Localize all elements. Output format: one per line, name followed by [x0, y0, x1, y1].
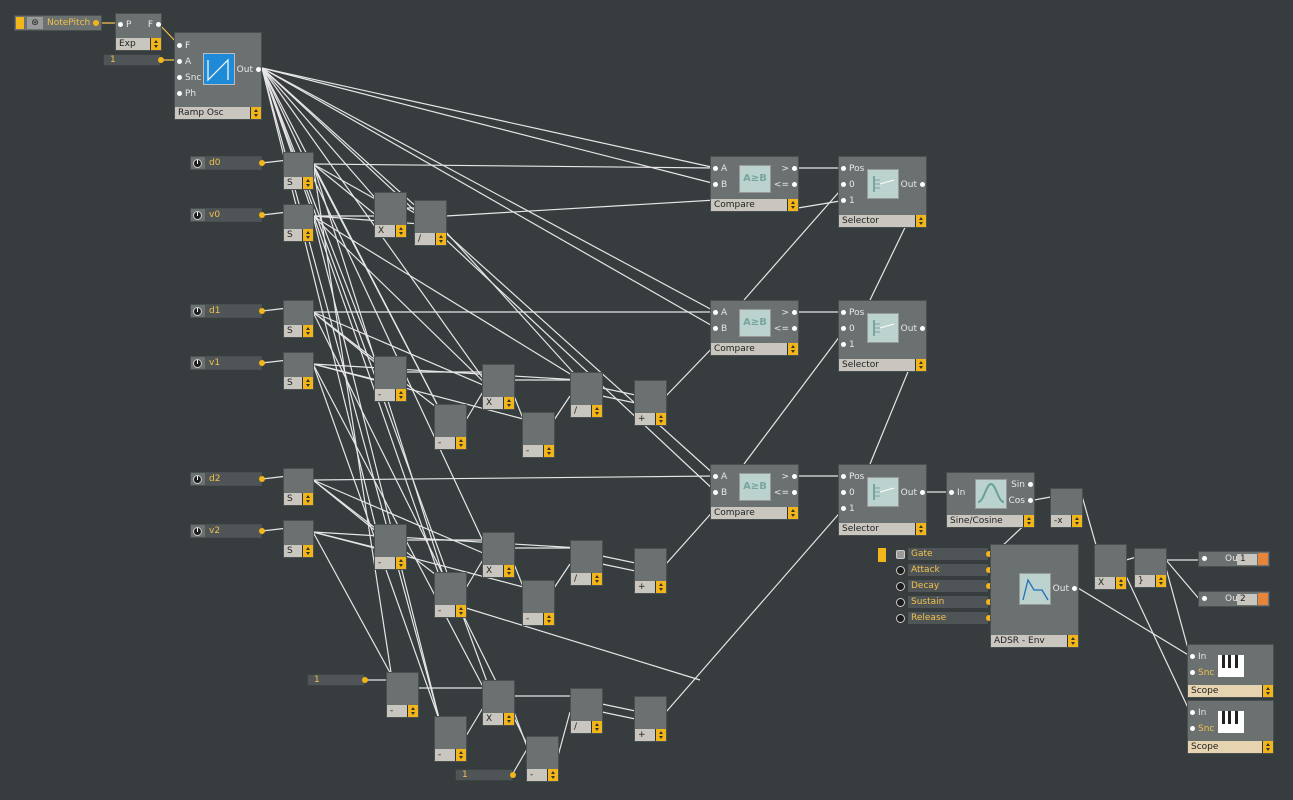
const-value-box[interactable]: 1: [307, 674, 368, 686]
selector-module[interactable]: Pos 0 1 Out Selector: [838, 156, 927, 228]
scope-module[interactable]: In Snc Scope: [1187, 700, 1274, 754]
osc-in-f[interactable]: F: [177, 41, 190, 51]
exp-label: Exp: [116, 38, 150, 50]
mul-module[interactable]: X: [374, 192, 407, 238]
sub-module[interactable]: -: [386, 672, 419, 718]
sub-module[interactable]: -: [374, 524, 407, 570]
mul-module[interactable]: X: [482, 532, 515, 578]
speaker-icon: [1258, 593, 1268, 605]
mul-module[interactable]: X: [1094, 544, 1127, 590]
const-value-box-2[interactable]: 1: [455, 769, 516, 781]
sub-module[interactable]: -: [522, 580, 555, 626]
knob-d2[interactable]: d2: [190, 472, 265, 486]
scope-module[interactable]: In Snc Scope: [1187, 644, 1274, 698]
notepitch-label: NotePitch: [47, 18, 91, 28]
osc-label: Ramp Osc: [175, 107, 250, 119]
piano-icon: [1218, 711, 1244, 733]
adsr-sustain-row[interactable]: SustainS: [894, 596, 1002, 610]
mul-module[interactable]: X: [482, 364, 515, 410]
osc-out[interactable]: Out: [237, 65, 261, 75]
knob-icon[interactable]: [896, 614, 905, 623]
osc-in-snc[interactable]: Snc: [177, 73, 201, 83]
sub-module[interactable]: -: [374, 356, 407, 402]
compare-icon: A≥B: [739, 473, 771, 501]
ramp-osc-module[interactable]: F A Snc Ph Out Ramp Osc: [174, 32, 262, 120]
knob-v0[interactable]: v0: [190, 208, 265, 222]
exp-dropdown[interactable]: [150, 38, 161, 50]
compare-icon: A≥B: [739, 309, 771, 337]
adsr-attack-row[interactable]: AttackA: [894, 564, 1002, 578]
add-module[interactable]: +: [634, 696, 667, 742]
s-module[interactable]: S: [283, 352, 314, 390]
selector-module[interactable]: Pos 0 1 Out Selector: [838, 300, 927, 372]
s-module[interactable]: S: [283, 520, 314, 558]
dropdown-arrow[interactable]: [16, 17, 24, 29]
midi-icon: [896, 550, 905, 559]
sine-wave-icon: [975, 479, 1007, 509]
envelope-icon: [1019, 573, 1051, 605]
sub-module[interactable]: -: [434, 716, 467, 762]
compare-module[interactable]: A B > <= A≥B Compare: [710, 464, 799, 520]
knob-icon[interactable]: [193, 159, 202, 168]
compare-icon: A≥B: [739, 165, 771, 193]
s-module[interactable]: S: [283, 300, 314, 338]
exp-out-f[interactable]: F: [148, 20, 161, 30]
knob-icon[interactable]: [896, 598, 905, 607]
adsr-gate-row[interactable]: GateG: [894, 548, 1003, 562]
sub-module[interactable]: -: [434, 404, 467, 450]
adsr-header[interactable]: [878, 548, 894, 562]
osc-dropdown[interactable]: [250, 107, 261, 119]
osc-in-ph[interactable]: Ph: [177, 89, 196, 99]
adsr-release-row[interactable]: ReleaseR: [894, 612, 1002, 626]
piano-icon: [1218, 655, 1244, 677]
selector-icon: [867, 313, 899, 343]
s-module[interactable]: S: [283, 152, 314, 190]
sub-module[interactable]: -: [522, 412, 555, 458]
knob-v2[interactable]: v2: [190, 524, 265, 538]
knob-icon[interactable]: [193, 475, 202, 484]
knob-v1[interactable]: v1: [190, 356, 265, 370]
knob-icon[interactable]: [193, 527, 202, 536]
selector-module[interactable]: Pos 0 1 Out Selector: [838, 464, 927, 536]
selector-icon: [867, 169, 899, 199]
sawtooth-icon: [203, 53, 235, 85]
div-module[interactable]: /: [570, 540, 603, 586]
div-module[interactable]: /: [570, 372, 603, 418]
knob-d0[interactable]: d0: [190, 156, 265, 170]
compare-module[interactable]: A B > <= A≥B Compare: [710, 156, 799, 212]
add-module[interactable]: +: [634, 380, 667, 426]
knob-d1[interactable]: d1: [190, 304, 265, 318]
exp-module[interactable]: P F Exp: [115, 13, 162, 51]
speaker-icon: [1258, 553, 1268, 565]
exp-in-p[interactable]: P: [118, 20, 131, 30]
mul-module[interactable]: X: [482, 680, 515, 726]
add-module[interactable]: +: [634, 548, 667, 594]
negate-module[interactable]: -x: [1050, 488, 1083, 528]
sub-module[interactable]: -: [526, 736, 559, 782]
s-module[interactable]: S: [283, 204, 314, 242]
s-module[interactable]: S: [283, 468, 314, 506]
compare-module[interactable]: A B > <= A≥B Compare: [710, 300, 799, 356]
knob-icon[interactable]: [896, 566, 905, 575]
amp-value-box[interactable]: 1: [103, 54, 164, 66]
notepitch-module[interactable]: ⊛ NotePitch: [14, 15, 102, 31]
sine-cosine-module[interactable]: In Sin Cos Sine/Cosine: [946, 472, 1035, 528]
knob-icon[interactable]: [896, 582, 905, 591]
adsr-env-module[interactable]: Out ADSR - Env: [990, 544, 1079, 648]
div-module[interactable]: /: [570, 688, 603, 734]
sub-module[interactable]: -: [434, 572, 467, 618]
knob-icon[interactable]: [193, 307, 202, 316]
div-module[interactable]: /: [414, 200, 447, 246]
selector-icon: [867, 477, 899, 507]
knob-icon[interactable]: [193, 359, 202, 368]
knob-icon[interactable]: [193, 211, 202, 220]
adsr-decay-row[interactable]: DecayD: [894, 580, 1003, 594]
rectifier-module[interactable]: }: [1134, 548, 1167, 588]
dropdown-arrow[interactable]: [878, 548, 886, 562]
midi-icon: ⊛: [27, 17, 43, 29]
osc-in-a[interactable]: A: [177, 57, 191, 67]
